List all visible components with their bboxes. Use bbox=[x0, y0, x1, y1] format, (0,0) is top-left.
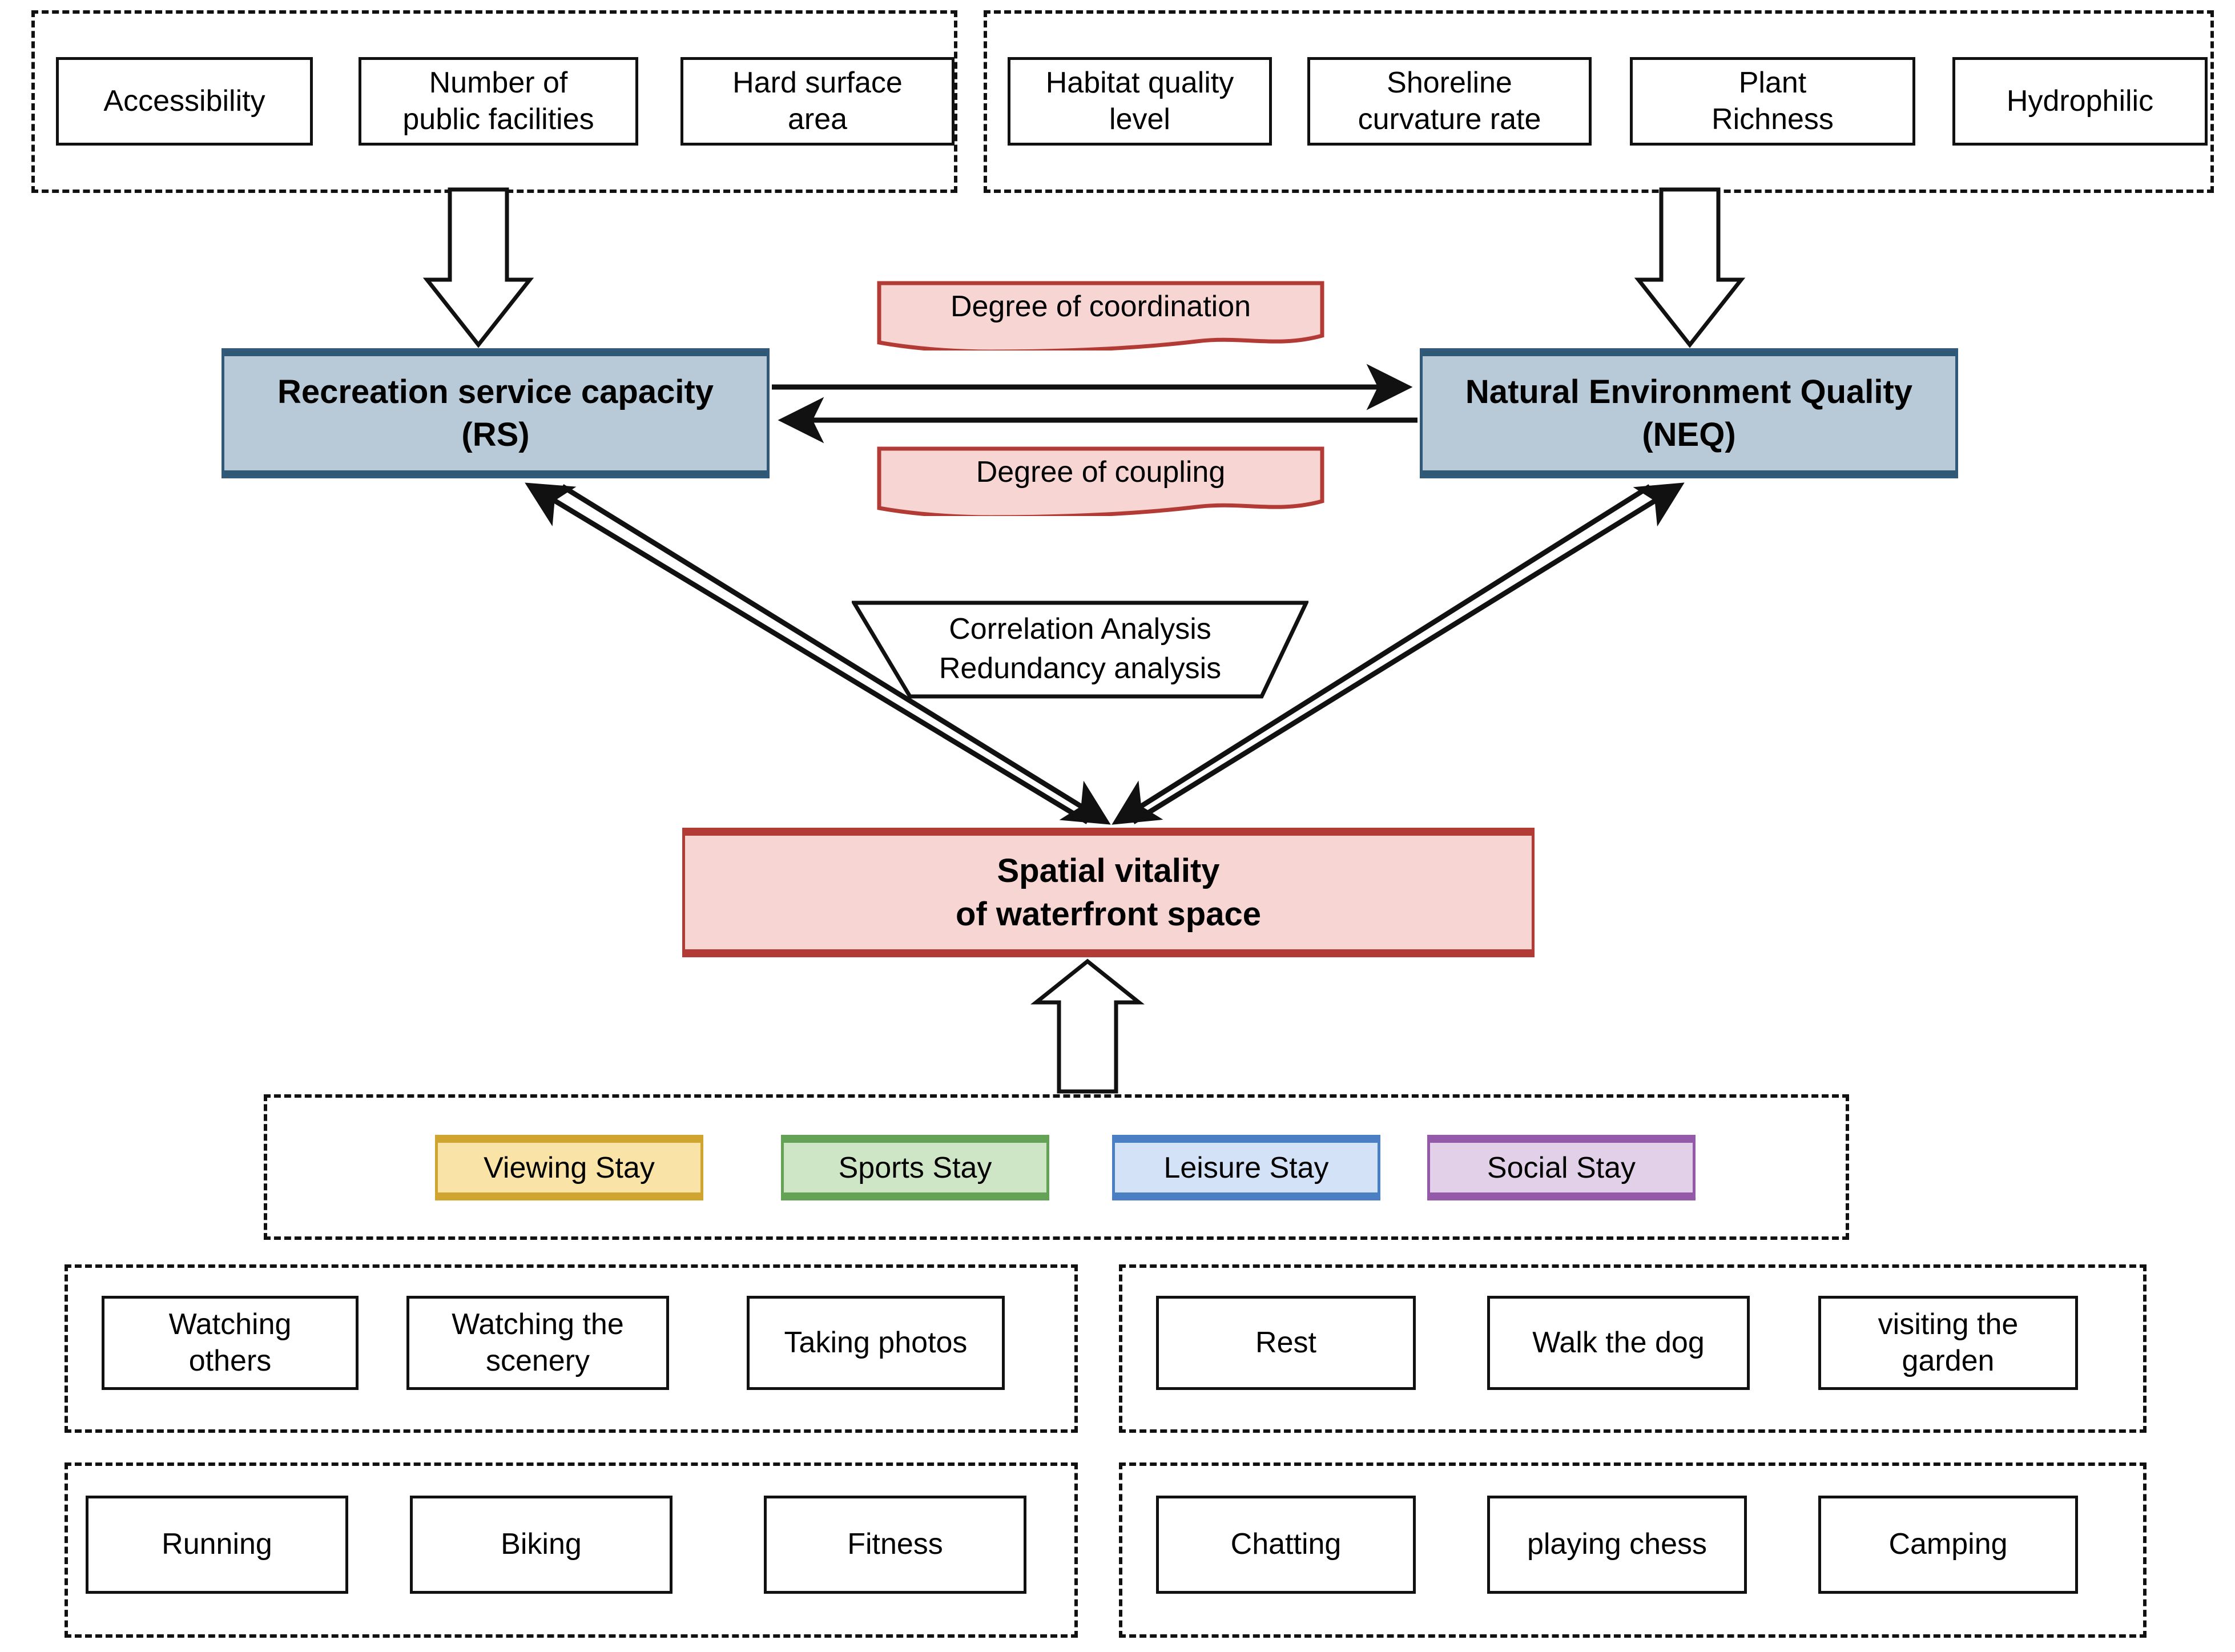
indicator-box[interactable]: Shoreline curvature rate bbox=[1307, 57, 1592, 146]
analysis-line-1: Correlation Analysis bbox=[949, 613, 1211, 646]
coupling-label-text: Degree of coupling bbox=[976, 456, 1226, 489]
indicator-box[interactable]: Habitat quality level bbox=[1008, 57, 1272, 146]
group-sports-activities bbox=[65, 1462, 1078, 1638]
activity-box[interactable]: Fitness bbox=[764, 1496, 1026, 1594]
label-degree-of-coupling: Degree of coupling bbox=[877, 446, 1324, 519]
group-social-activities bbox=[1119, 1462, 2147, 1638]
neq-title-line2: (NEQ) bbox=[1642, 416, 1736, 453]
activity-box[interactable]: playing chess bbox=[1487, 1496, 1747, 1594]
indicator-box[interactable]: Hydrophilic bbox=[1952, 57, 2208, 146]
stay-type-sports[interactable]: Sports Stay bbox=[781, 1135, 1049, 1200]
block-arrow-to-vitality bbox=[1030, 958, 1145, 1094]
label-degree-of-coordination: Degree of coordination bbox=[877, 281, 1324, 354]
group-leisure-activities bbox=[1119, 1264, 2147, 1433]
analysis-line-2: Redundancy analysis bbox=[939, 651, 1222, 685]
vitality-title-line1: Spatial vitality bbox=[997, 852, 1220, 890]
stay-type-viewing[interactable]: Viewing Stay bbox=[435, 1135, 703, 1200]
activity-box[interactable]: Biking bbox=[410, 1496, 672, 1594]
indicator-box[interactable]: Plant Richness bbox=[1630, 57, 1915, 146]
block-arrow-to-rs bbox=[422, 187, 534, 348]
activity-box[interactable]: Watching others bbox=[102, 1296, 359, 1390]
node-natural-environment-quality[interactable]: Natural Environment Quality (NEQ) bbox=[1420, 348, 1958, 478]
analysis-label-text: Correlation Analysis Redundancy analysis bbox=[852, 610, 1308, 688]
activity-box[interactable]: Taking photos bbox=[747, 1296, 1005, 1390]
activity-box[interactable]: Watching the scenery bbox=[406, 1296, 669, 1390]
group-viewing-activities bbox=[65, 1264, 1078, 1433]
indicator-box[interactable]: Number of public facilities bbox=[359, 57, 638, 146]
rs-title-line2: (RS) bbox=[461, 416, 530, 453]
indicator-box[interactable]: Hard surface area bbox=[680, 57, 955, 146]
group-neq-indicators bbox=[984, 10, 2214, 193]
activity-box[interactable]: visiting the garden bbox=[1818, 1296, 2078, 1390]
node-recreation-service-capacity[interactable]: Recreation service capacity (RS) bbox=[222, 348, 770, 478]
node-spatial-vitality[interactable]: Spatial vitality of waterfront space bbox=[682, 828, 1535, 957]
activity-box[interactable]: Rest bbox=[1156, 1296, 1416, 1390]
activity-box[interactable]: Chatting bbox=[1156, 1496, 1416, 1594]
rs-title-line1: Recreation service capacity bbox=[277, 373, 714, 410]
vitality-title-line2: of waterfront space bbox=[956, 895, 1261, 933]
banner-shape-coordination bbox=[877, 281, 1324, 354]
label-analysis-methods: Correlation Analysis Redundancy analysis bbox=[850, 599, 1310, 700]
stay-type-leisure[interactable]: Leisure Stay bbox=[1112, 1135, 1380, 1200]
stay-type-social[interactable]: Social Stay bbox=[1427, 1135, 1696, 1200]
group-stay-types bbox=[264, 1094, 1849, 1240]
activity-box[interactable]: Camping bbox=[1818, 1496, 2078, 1594]
neq-title-line1: Natural Environment Quality bbox=[1465, 373, 1913, 410]
coordination-label-text: Degree of coordination bbox=[950, 290, 1251, 323]
block-arrow-to-neq bbox=[1634, 187, 1746, 348]
activity-box[interactable]: Running bbox=[86, 1496, 348, 1594]
activity-box[interactable]: Walk the dog bbox=[1487, 1296, 1750, 1390]
indicator-box[interactable]: Accessibility bbox=[56, 57, 313, 146]
